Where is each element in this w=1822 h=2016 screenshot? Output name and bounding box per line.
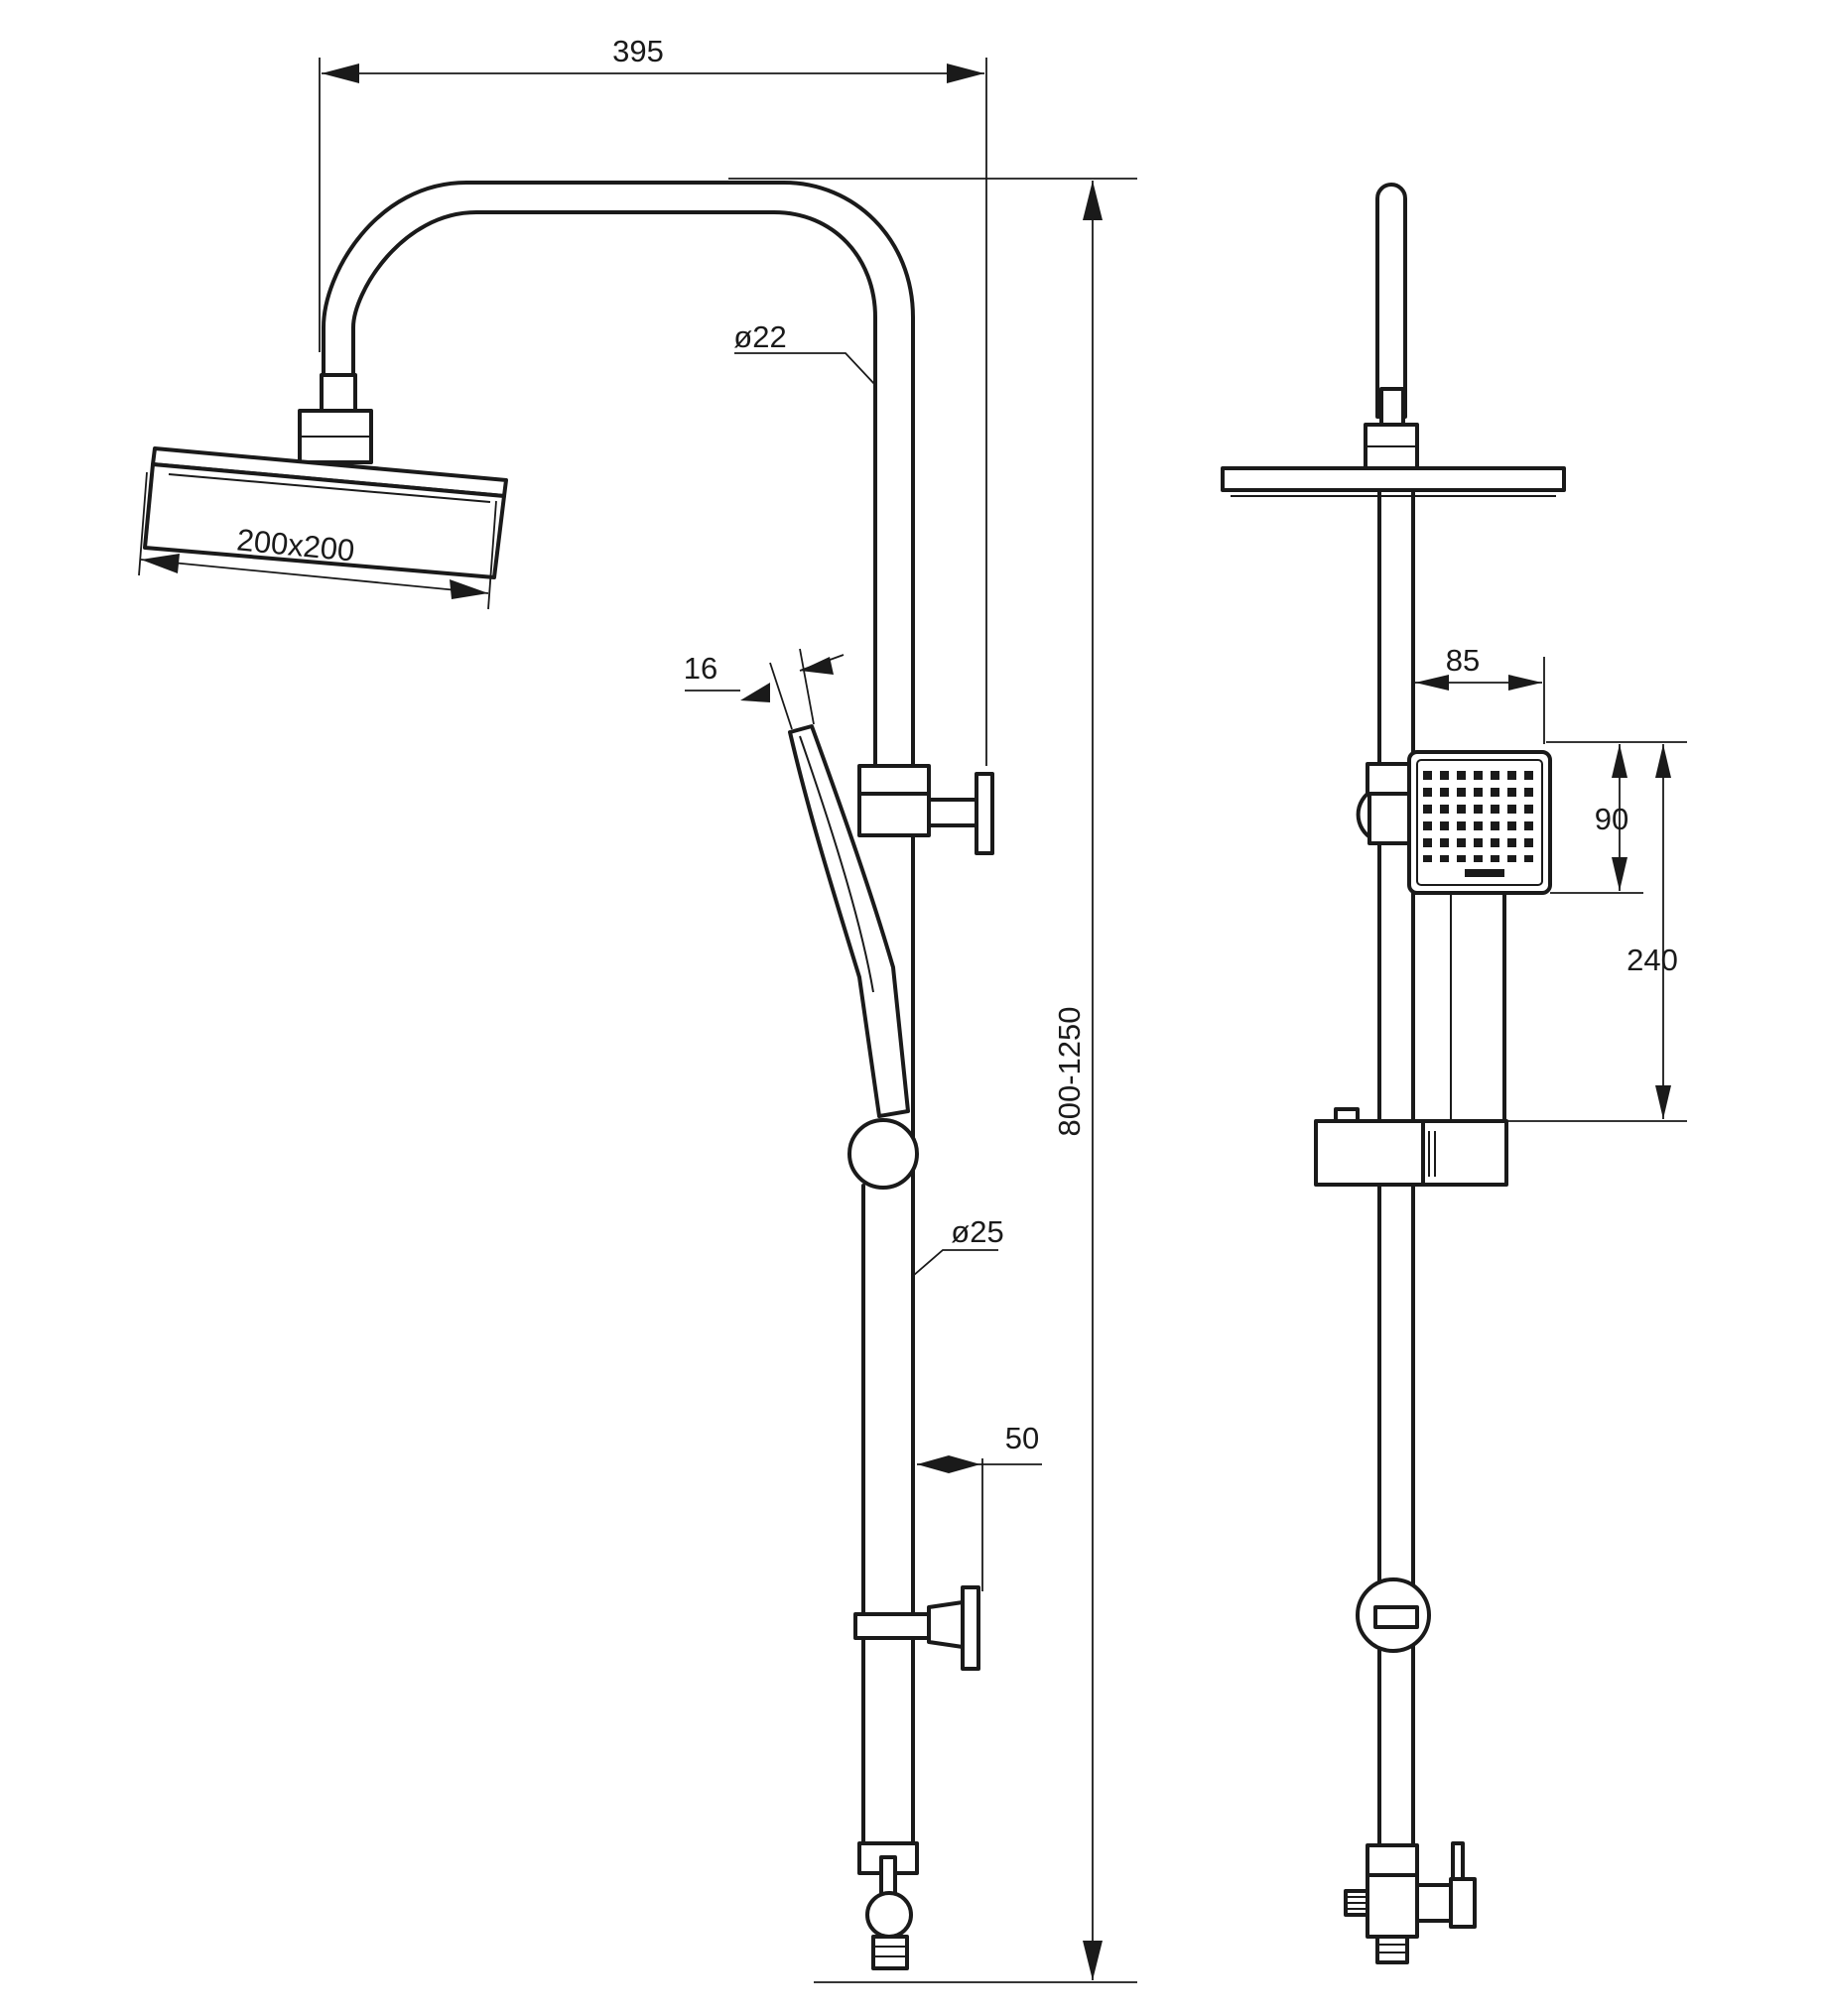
- front-hand-shower-body: [1411, 891, 1506, 1123]
- lower-wall-bracket: [853, 1585, 980, 1671]
- overhead-arm: [322, 181, 915, 1446]
- front-diverter-valve: [1344, 1841, 1477, 1964]
- dimension-label-240: 240: [1627, 943, 1678, 977]
- front-upper-clamp: [1356, 762, 1415, 845]
- dimension-label-d22: ø22: [733, 319, 786, 354]
- leader-diameter-22: ø22: [733, 319, 876, 386]
- front-view: 85 90 240: [1221, 183, 1687, 1964]
- dimension-85: 85: [1415, 643, 1687, 744]
- hand-shower: [788, 724, 910, 1118]
- lower-rail: [861, 1184, 915, 1847]
- dimension-label-85: 85: [1446, 643, 1480, 678]
- overhead-shower-head: [143, 373, 508, 579]
- front-hand-shower-face: [1407, 750, 1552, 895]
- front-overhead-shower-plate: [1221, 466, 1566, 492]
- hand-shower-holder: [847, 1118, 919, 1190]
- side-view: 395 200x200 ø22 16: [138, 34, 1137, 1983]
- dimension-label-16: 16: [684, 651, 717, 686]
- dimension-label-50: 50: [1005, 1421, 1039, 1455]
- dimension-label-395: 395: [612, 34, 664, 68]
- leader-diameter-25: ø25: [912, 1214, 1004, 1277]
- dimension-label-90: 90: [1595, 802, 1628, 836]
- dimension-50: 50: [917, 1421, 1042, 1591]
- front-slider-holder: [1314, 1107, 1508, 1187]
- dimension-800-1250: 800-1250: [728, 178, 1137, 1983]
- diverter-valve: [857, 1841, 919, 1970]
- dimension-90: 90: [1550, 744, 1643, 894]
- dimension-16: 16: [684, 648, 845, 730]
- front-overhead-arm: [1364, 183, 1419, 470]
- front-lower-bracket: [1356, 1577, 1431, 1653]
- dimension-395: 395: [319, 34, 987, 766]
- dimension-label-800-1250: 800-1250: [1052, 1006, 1087, 1136]
- upper-wall-bracket: [857, 764, 994, 855]
- dimension-240: 240: [1506, 744, 1687, 1122]
- dimension-label-d25: ø25: [951, 1214, 1003, 1249]
